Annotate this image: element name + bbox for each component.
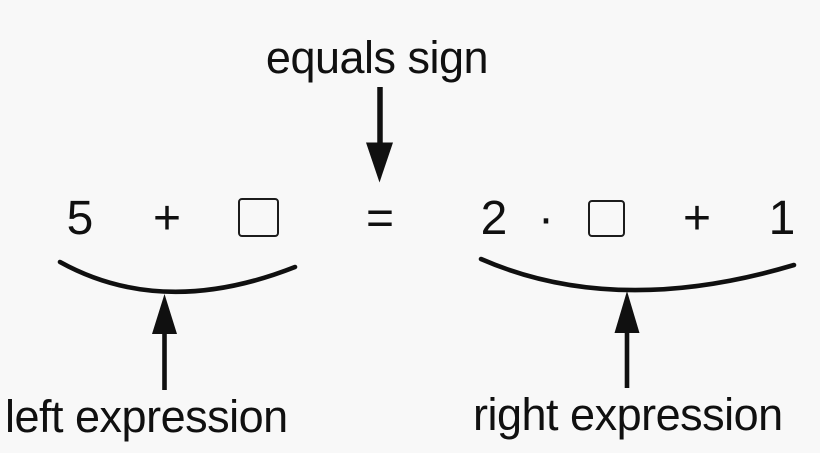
equals-sign: = [365, 192, 395, 245]
rhs-plus-operator: + [682, 192, 712, 245]
lhs-term-number: 5 [66, 192, 94, 245]
equals-sign-down-arrow [366, 87, 393, 183]
left-expression-up-arrow [152, 294, 177, 390]
lhs-placeholder-box-icon [238, 198, 279, 237]
left-expression-underbrace [57, 259, 298, 295]
right-expression-label: right expression [473, 389, 783, 440]
rhs-multiplication-dot: · [538, 192, 554, 245]
rhs-placeholder-box-icon [588, 200, 625, 237]
rhs-coefficient-number: 2 [480, 192, 508, 245]
right-expression-up-arrow [614, 291, 640, 388]
right-expression-underbrace [478, 256, 797, 293]
equals-sign-label: equals sign [265, 32, 489, 83]
lhs-plus-operator: + [152, 192, 182, 245]
rhs-constant-number: 1 [768, 192, 796, 245]
left-expression-label: left expression [5, 391, 288, 442]
